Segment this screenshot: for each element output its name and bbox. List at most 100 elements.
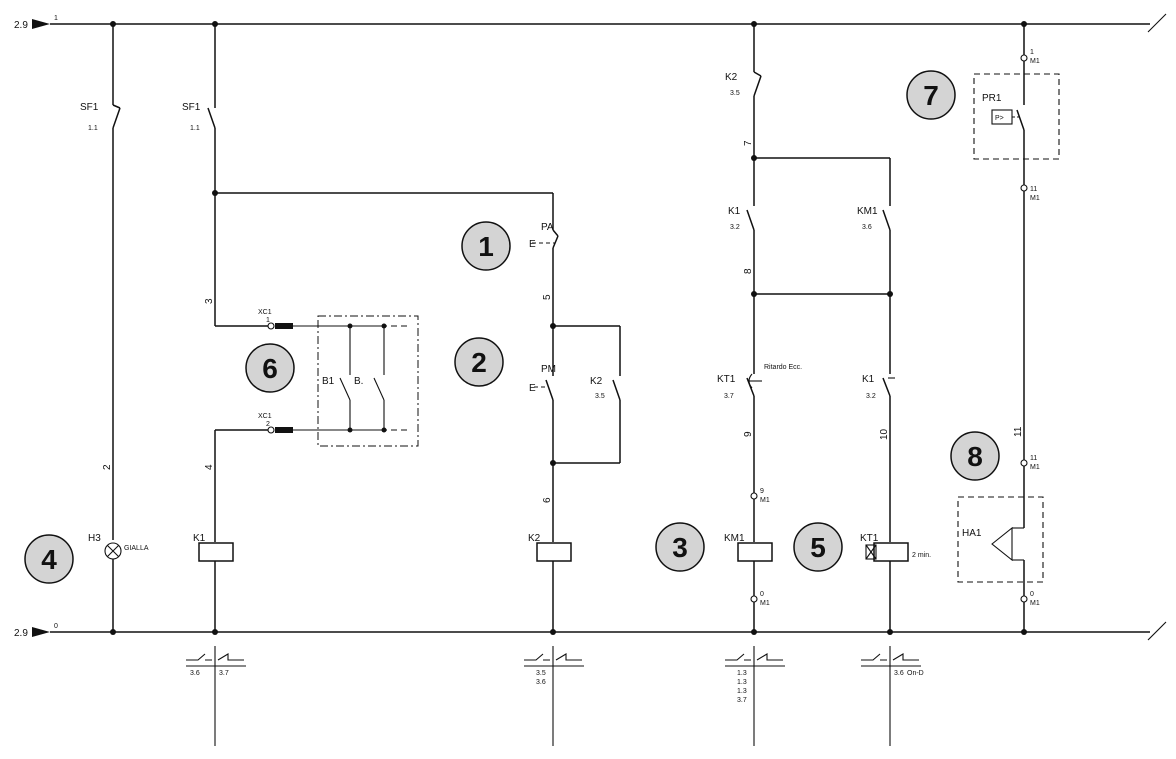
h3-desc: GIALLA [124, 545, 149, 552]
callout-7: 7 [906, 70, 956, 120]
km1-table-row-1: 1.3 [737, 670, 747, 677]
m1-0a-block: M1 [1030, 600, 1040, 607]
callout-4: 4 [24, 534, 74, 584]
sf1-left-ref: 1.1 [88, 125, 98, 132]
bottom-rail: 2.9 0 [14, 621, 1167, 641]
ha1-name: HA1 [962, 528, 982, 539]
callout-6-label: 6 [262, 353, 278, 384]
xc1-2-pin: 2 [266, 421, 270, 428]
b-second-name: B. [354, 376, 363, 387]
callout-8-label: 8 [967, 441, 983, 472]
top-rail-arrow-icon [32, 19, 50, 29]
m1-1-block: M1 [1030, 58, 1040, 65]
branch-km1: K2 3.5 7 K1 3.2 KM1 3.6 8 KT1 3.7 Ritard… [717, 21, 931, 635]
pm-e-icon: E [529, 383, 536, 394]
k1-b-name: K1 [862, 374, 875, 385]
k1-coil-name: K1 [193, 533, 206, 544]
kt1-contact-ref: 3.7 [724, 393, 734, 400]
branch-k1: SF1 1.1 3 XC1 1 XC1 2 4 K1 [182, 21, 554, 635]
contact-table-k2: 3.5 3.6 [524, 646, 584, 746]
k2-parallel-name: K2 [590, 376, 603, 387]
b1-switch-box [317, 315, 419, 447]
callout-3-label: 3 [672, 532, 688, 563]
pr1-box [973, 73, 1060, 160]
m1-0b-block: M1 [760, 600, 770, 607]
kt1-coil-name: KT1 [860, 533, 879, 544]
kt1-contact-desc: Ritardo Ecc. [764, 364, 802, 371]
sf1-right-contact [207, 107, 216, 129]
pm-contact [545, 379, 554, 401]
pr1-symbol: P> [995, 115, 1004, 122]
h3-name: H3 [88, 533, 101, 544]
m1-11a-pin: 11 [1030, 186, 1037, 193]
m1-1-pin: 1 [1030, 49, 1034, 56]
m1-11b-block: M1 [1030, 464, 1040, 471]
m1-9-pin: 9 [760, 488, 764, 495]
contact-table-kt1: 3.6 On-D [861, 646, 924, 746]
xc1-2-name: XC1 [258, 413, 272, 420]
branch-h3: SF1 1.1 2 H3 GIALLA [80, 21, 149, 635]
bottom-rail-sheet-ref: 2.9 [14, 628, 28, 639]
bottom-rail-arrow-icon [32, 627, 50, 637]
k2-coil [536, 542, 572, 562]
sf1-left-name: SF1 [80, 102, 99, 113]
k2-table-row-1: 3.5 [536, 670, 546, 677]
k1-coil [198, 542, 234, 562]
kt1-contact-name: KT1 [717, 374, 736, 385]
callout-5: 5 [793, 522, 843, 572]
sf1-left-contact [112, 107, 121, 129]
top-rail-wire: 1 [54, 15, 58, 22]
ha1-horn-icon [991, 526, 1024, 562]
m1-0b-pin: 0 [760, 591, 764, 598]
pr1-contact [1016, 109, 1025, 131]
wire-number-8: 8 [743, 268, 754, 274]
sf1-right-name: SF1 [182, 102, 201, 113]
kt1-coil [873, 542, 909, 562]
km1-coil [737, 542, 773, 562]
k1-a-ref: 3.2 [730, 224, 740, 231]
xc1-1-name: XC1 [258, 309, 272, 316]
km1-a-name: KM1 [857, 206, 878, 217]
wire-number-10: 10 [879, 428, 890, 440]
callout-1: 1 [461, 221, 511, 271]
kt1-table-row-1: 3.6 [894, 670, 904, 677]
ha1-box [957, 496, 1044, 583]
pa-name: PA [541, 222, 554, 233]
callout-7-label: 7 [923, 80, 939, 111]
sf1-right-ref: 1.1 [190, 125, 200, 132]
contact-table-k1: 3.6 3.7 [186, 646, 246, 746]
bottom-rail-wire: 0 [54, 623, 58, 630]
m1-11a-block: M1 [1030, 195, 1040, 202]
k1-a-name: K1 [728, 206, 741, 217]
wire-number-7: 7 [743, 140, 754, 146]
pa-e-icon: E [529, 239, 536, 250]
km1-table-row-4: 3.7 [737, 697, 747, 704]
branch-k2: E PA 5 K2 3.5 E PM 6 K2 [528, 222, 621, 635]
wire-number-5: 5 [542, 294, 553, 300]
callout-6: 6 [245, 343, 295, 393]
pm-name: PM [541, 364, 556, 375]
wire-number-2: 2 [102, 464, 113, 470]
km1-table-row-3: 1.3 [737, 688, 747, 695]
k2-top-name: K2 [725, 72, 738, 83]
k1-table-row-2: 3.7 [219, 670, 229, 677]
wire-number-4: 4 [204, 464, 215, 470]
k2-parallel-ref: 3.5 [595, 393, 605, 400]
h3-lamp-icon [104, 542, 122, 560]
k2-top-ref: 3.5 [730, 90, 740, 97]
k1-table-row-1: 3.6 [190, 670, 200, 677]
m1-9-block: M1 [760, 497, 770, 504]
callout-2: 2 [454, 337, 504, 387]
m1-11b-pin: 11 [1030, 455, 1037, 462]
contact-table-km1: 1.3 1.3 1.3 3.7 [725, 646, 785, 746]
top-rail-sheet-ref: 2.9 [14, 20, 28, 31]
km1-coil-name: KM1 [724, 533, 745, 544]
wire-number-11: 11 [1013, 426, 1024, 437]
kt1-table-row-2: On-D [907, 670, 924, 677]
km1-a-ref: 3.6 [862, 224, 872, 231]
wire-number-9: 9 [743, 431, 754, 437]
callout-2-label: 2 [471, 347, 487, 378]
branch-ha1: 1 M1 PR1 P> 11 M1 11 11 M1 HA1 0 M1 [957, 21, 1060, 635]
pr1-name: PR1 [982, 93, 1002, 104]
